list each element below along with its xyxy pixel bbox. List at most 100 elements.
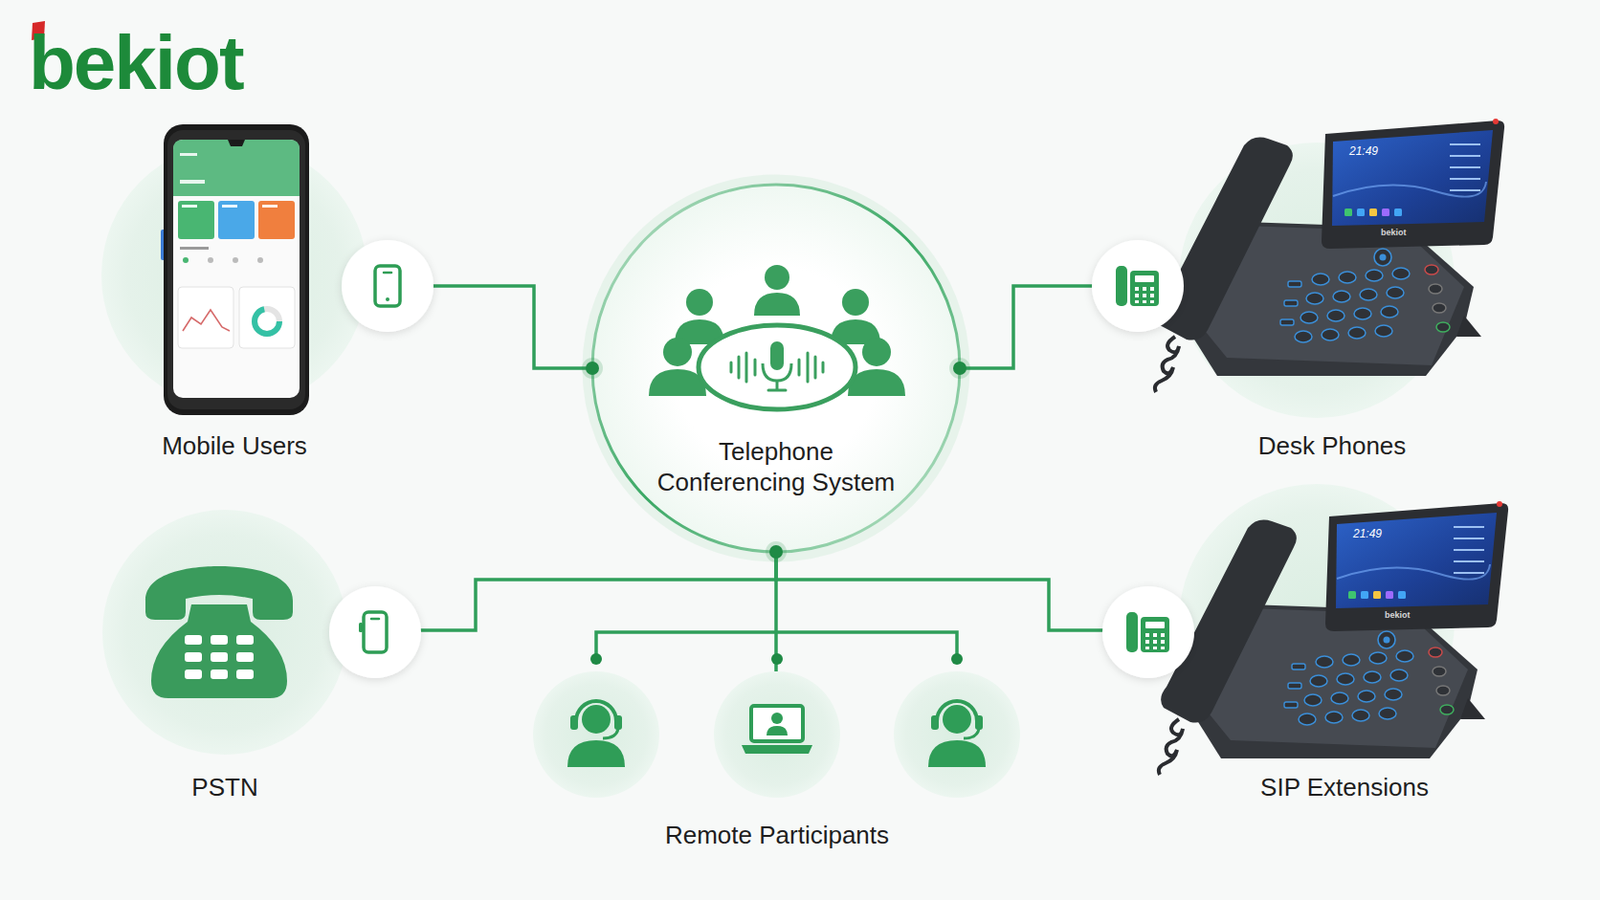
screen-clock: 21:49 (1353, 528, 1382, 540)
icon-badge (1102, 586, 1195, 679)
mobile-device (182, 310, 230, 332)
icon-badge (1140, 617, 1170, 653)
conference-icon (737, 356, 741, 378)
agent-icon (928, 701, 986, 768)
mobile-device (207, 257, 214, 264)
icon-badge (385, 297, 390, 302)
mobile-device (177, 287, 234, 349)
node-label: Remote Participants (665, 820, 889, 851)
device-brand: bekiot (1384, 611, 1411, 621)
label-box: Remote Participants (665, 820, 889, 851)
node-label: PSTN (191, 772, 258, 803)
laptop-icon (766, 726, 788, 736)
mobile-device (262, 204, 278, 208)
label-box: Desk Phones (1258, 430, 1407, 462)
mobile-device (181, 204, 198, 208)
mobile-device (177, 200, 215, 240)
mobile-device (179, 153, 198, 156)
icon-badge (1145, 633, 1150, 638)
icon-badge (341, 240, 434, 333)
icon-badge (1134, 300, 1139, 304)
icon-badge (375, 266, 400, 307)
label-box: Mobile Users (161, 430, 308, 462)
device-brand: bekiot (1380, 228, 1407, 238)
agent-icon (975, 715, 983, 731)
junction-dot (769, 545, 783, 559)
junction-dot (765, 541, 787, 563)
agent-icon (936, 701, 978, 722)
icon-badge (371, 618, 379, 622)
telephone-icon (210, 635, 228, 645)
endpoint-node: SIP Extensions (1178, 484, 1511, 807)
laptop-icon (741, 745, 813, 755)
icon-badge (1145, 622, 1165, 650)
mobile-device (254, 309, 280, 334)
conference-icon (686, 288, 713, 316)
conference-icon (731, 353, 823, 382)
conference-icon (814, 356, 818, 378)
node-label: Telephone Conferencing System (653, 436, 899, 498)
telephone-icon (151, 604, 288, 699)
conference-icon (842, 288, 869, 316)
icon-badge (1142, 293, 1147, 298)
mobile-device (254, 309, 280, 334)
telephone-icon (145, 566, 293, 699)
desk-phone (1155, 118, 1505, 393)
mobile-device (179, 179, 205, 184)
icon-badge (1145, 622, 1165, 629)
icon-badge (1126, 612, 1138, 653)
pale-circles (893, 671, 1021, 799)
junction-dot (581, 357, 971, 666)
icon-badge (1102, 586, 1195, 679)
icon-badge (1091, 240, 1184, 333)
agent-icon (567, 740, 625, 768)
icon-badge (1160, 633, 1165, 638)
node-label: Mobile Users (161, 430, 308, 462)
icon-badge (1126, 612, 1170, 653)
conference-icon (768, 389, 786, 393)
mobile-device (173, 139, 300, 197)
icon-badge (1134, 275, 1155, 304)
endpoint-node: Mobile Users (101, 142, 368, 466)
conference-icon (730, 362, 734, 373)
laptop-icon (741, 706, 813, 755)
icon-badge (1145, 640, 1150, 645)
icon-badge (1150, 300, 1155, 304)
conference-icon (770, 341, 784, 371)
conference-icon (862, 337, 891, 367)
icon-badge (1134, 275, 1155, 283)
mobile-device (173, 139, 300, 399)
agent-icon (570, 715, 578, 731)
junction-dot (953, 361, 967, 376)
icon-badge (1134, 287, 1139, 291)
icon-badge (329, 586, 422, 679)
desk-phone (1158, 501, 1509, 776)
pale-circles (713, 671, 841, 799)
icon-badge (1145, 646, 1150, 650)
conference-icon (754, 359, 757, 376)
mobile-device (179, 246, 209, 250)
mobile-device (239, 287, 295, 349)
mobile-device (218, 200, 255, 240)
telephone-icon (184, 635, 202, 645)
endpoint-node: PSTN (102, 510, 348, 807)
pale-circles (102, 510, 348, 756)
conference-icon (822, 362, 825, 373)
mobile-device (182, 257, 189, 264)
hub-circle (592, 184, 960, 553)
icon-badge (363, 612, 387, 653)
brand-logo: bekiot (28, 24, 244, 102)
screen-clock: 21:49 (1349, 145, 1378, 157)
conference-icon (806, 353, 810, 382)
telephone-icon (184, 669, 202, 680)
telephone-icon (236, 652, 254, 663)
mobile-device (222, 204, 238, 208)
conference-icon (798, 359, 801, 376)
mobile-device (163, 124, 310, 416)
icon-badge (1153, 646, 1157, 650)
conference-icon (764, 265, 790, 290)
mobile-device (160, 124, 310, 416)
agent-icon (963, 729, 979, 739)
